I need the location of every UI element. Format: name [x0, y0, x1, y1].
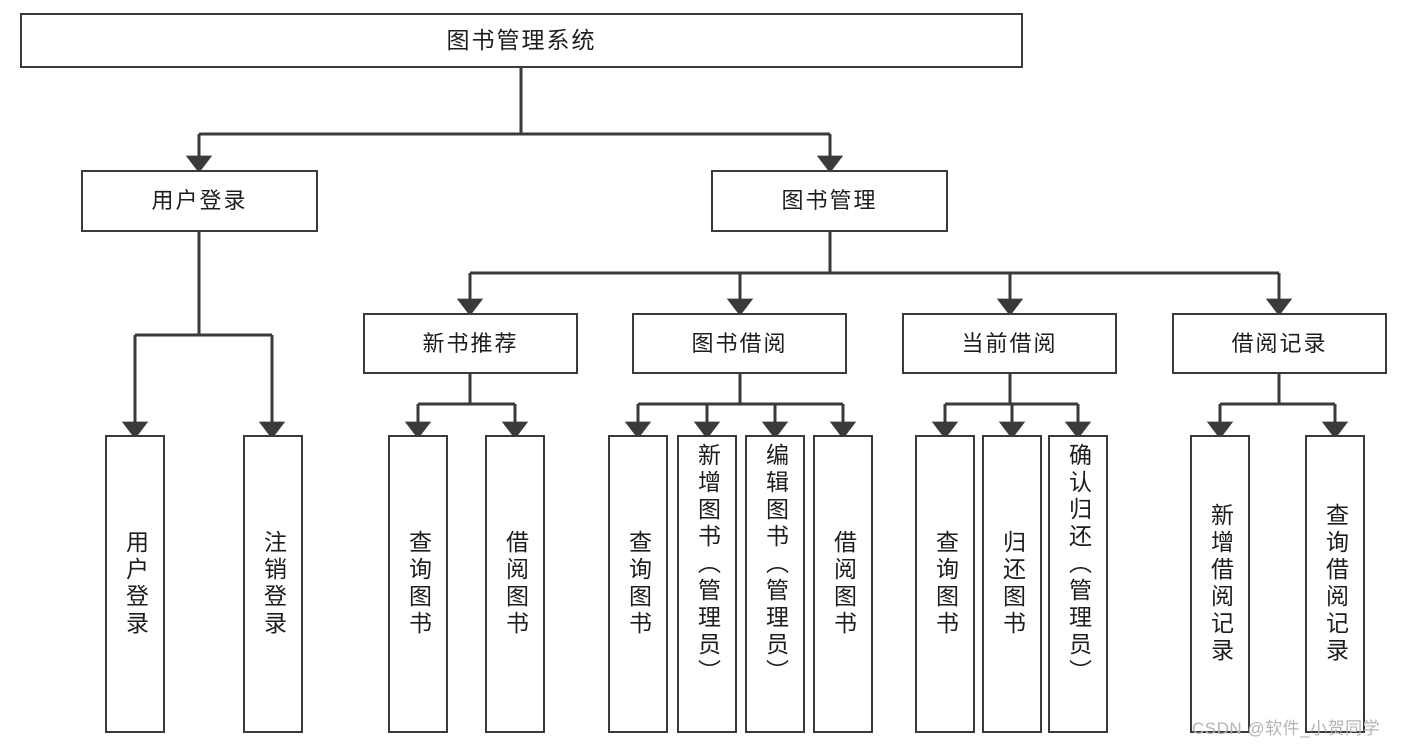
node-root[interactable]: 图书管理系统 — [20, 13, 1023, 68]
leaf-query-book-new[interactable]: 查询图书 — [388, 435, 448, 733]
leaf-query-borrow-record[interactable]: 查询借阅记录 — [1305, 435, 1365, 733]
node-book-management[interactable]: 图书管理 — [711, 170, 948, 232]
node-user-login[interactable]: 用户登录 — [81, 170, 318, 232]
leaf-add-borrow-record[interactable]: 新增借阅记录 — [1190, 435, 1250, 733]
leaf-logout[interactable]: 注销登录 — [243, 435, 303, 733]
leaf-user-login[interactable]: 用户登录 — [105, 435, 165, 733]
leaf-confirm-return-admin-label: 确认归还（管理员） — [1065, 443, 1092, 686]
leaf-borrow-book-new-label: 借阅图书 — [502, 530, 529, 638]
node-current-borrow-label: 当前借阅 — [961, 330, 1058, 356]
leaf-user-login-label: 用户登录 — [122, 530, 149, 638]
node-book-borrow-label: 图书借阅 — [691, 330, 788, 356]
node-book-borrow[interactable]: 图书借阅 — [632, 313, 847, 374]
node-new-book-recommend[interactable]: 新书推荐 — [363, 313, 578, 374]
node-current-borrow[interactable]: 当前借阅 — [902, 313, 1117, 374]
leaf-edit-book-admin-label: 编辑图书（管理员） — [762, 443, 789, 686]
leaf-borrow-book-label: 借阅图书 — [830, 530, 857, 638]
leaf-query-borrow-record-label: 查询借阅记录 — [1322, 503, 1349, 665]
leaf-query-book-current-label: 查询图书 — [932, 530, 959, 638]
leaf-borrow-book[interactable]: 借阅图书 — [813, 435, 873, 733]
leaf-logout-label: 注销登录 — [260, 530, 287, 638]
leaf-query-book-borrow-label: 查询图书 — [625, 530, 652, 638]
leaf-query-book-current[interactable]: 查询图书 — [915, 435, 975, 733]
node-new-book-recommend-label: 新书推荐 — [422, 330, 519, 356]
leaf-return-book[interactable]: 归还图书 — [982, 435, 1042, 733]
csdn-watermark: CSDN @软件_小贺同学 — [1192, 719, 1381, 738]
leaf-query-book-borrow[interactable]: 查询图书 — [608, 435, 668, 733]
leaf-query-book-new-label: 查询图书 — [405, 530, 432, 638]
node-borrow-records[interactable]: 借阅记录 — [1172, 313, 1387, 374]
leaf-add-book-admin-label: 新增图书（管理员） — [694, 443, 721, 686]
node-book-management-label: 图书管理 — [781, 188, 878, 214]
leaf-add-borrow-record-label: 新增借阅记录 — [1207, 503, 1234, 665]
node-user-login-label: 用户登录 — [151, 188, 248, 214]
node-borrow-records-label: 借阅记录 — [1231, 330, 1328, 356]
leaf-return-book-label: 归还图书 — [999, 530, 1026, 638]
leaf-edit-book-admin[interactable]: 编辑图书（管理员） — [745, 435, 805, 733]
leaf-confirm-return-admin[interactable]: 确认归还（管理员） — [1048, 435, 1108, 733]
leaf-borrow-book-new[interactable]: 借阅图书 — [485, 435, 545, 733]
node-root-label: 图书管理系统 — [446, 26, 597, 53]
leaf-add-book-admin[interactable]: 新增图书（管理员） — [677, 435, 737, 733]
